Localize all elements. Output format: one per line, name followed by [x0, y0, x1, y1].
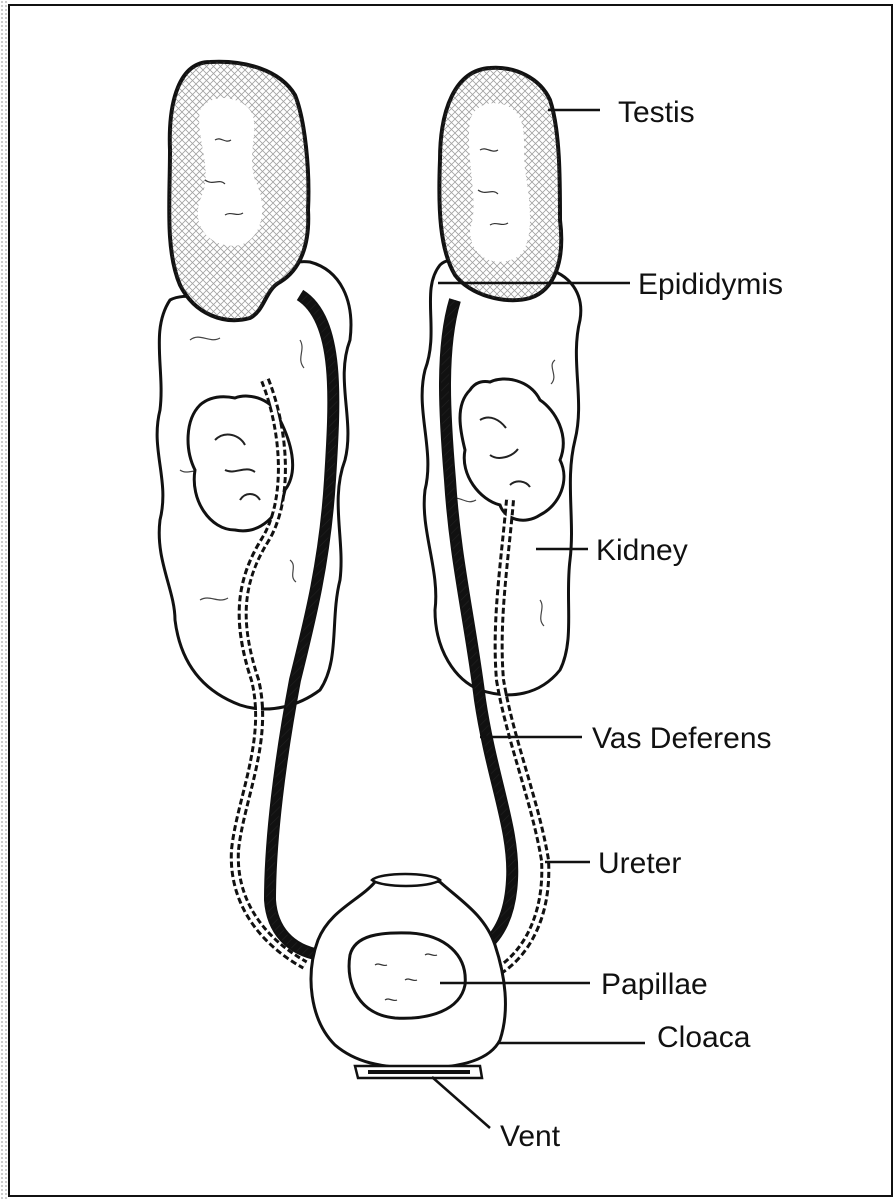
- label-testis: Testis: [618, 96, 695, 129]
- leader-vent: [432, 1077, 490, 1128]
- label-cloaca: Cloaca: [657, 1021, 751, 1054]
- label-kidney: Kidney: [596, 534, 688, 567]
- label-epididymis: Epididymis: [638, 268, 783, 301]
- label-vent: Vent: [500, 1120, 561, 1153]
- label-ureter: Ureter: [598, 847, 681, 880]
- label-vas-deferens: Vas Deferens: [592, 722, 772, 755]
- papillae: [349, 933, 465, 1018]
- right-testis: [439, 68, 561, 300]
- label-papillae: Papillae: [601, 968, 708, 1001]
